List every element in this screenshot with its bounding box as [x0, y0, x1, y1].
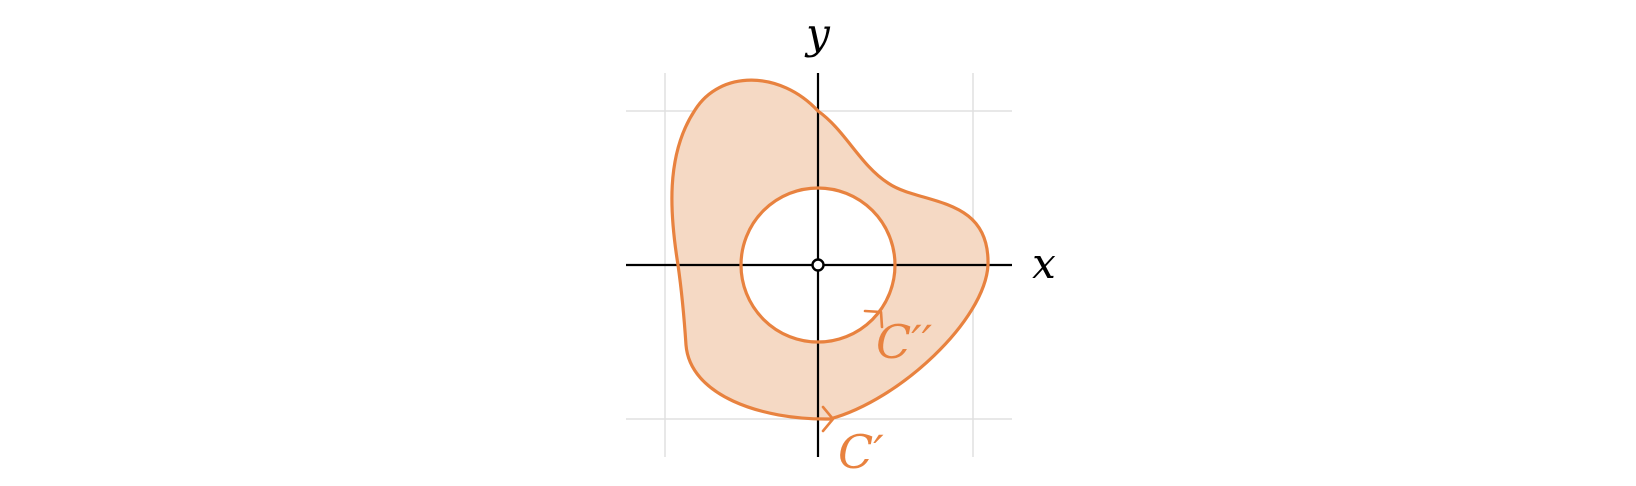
- y-axis-label: y: [804, 9, 831, 58]
- inner-curve-arrow: [863, 309, 884, 329]
- shaded-region: [671, 80, 989, 420]
- x-axis-label: x: [1032, 239, 1056, 288]
- outer-curve-arrow: [821, 405, 835, 433]
- outer-curve: [670, 78, 990, 421]
- origin-marker: [811, 258, 825, 272]
- inner-curve-label: C′′: [876, 315, 933, 369]
- outer-curve-label: C′: [838, 425, 884, 479]
- inner-curve: [739, 186, 897, 344]
